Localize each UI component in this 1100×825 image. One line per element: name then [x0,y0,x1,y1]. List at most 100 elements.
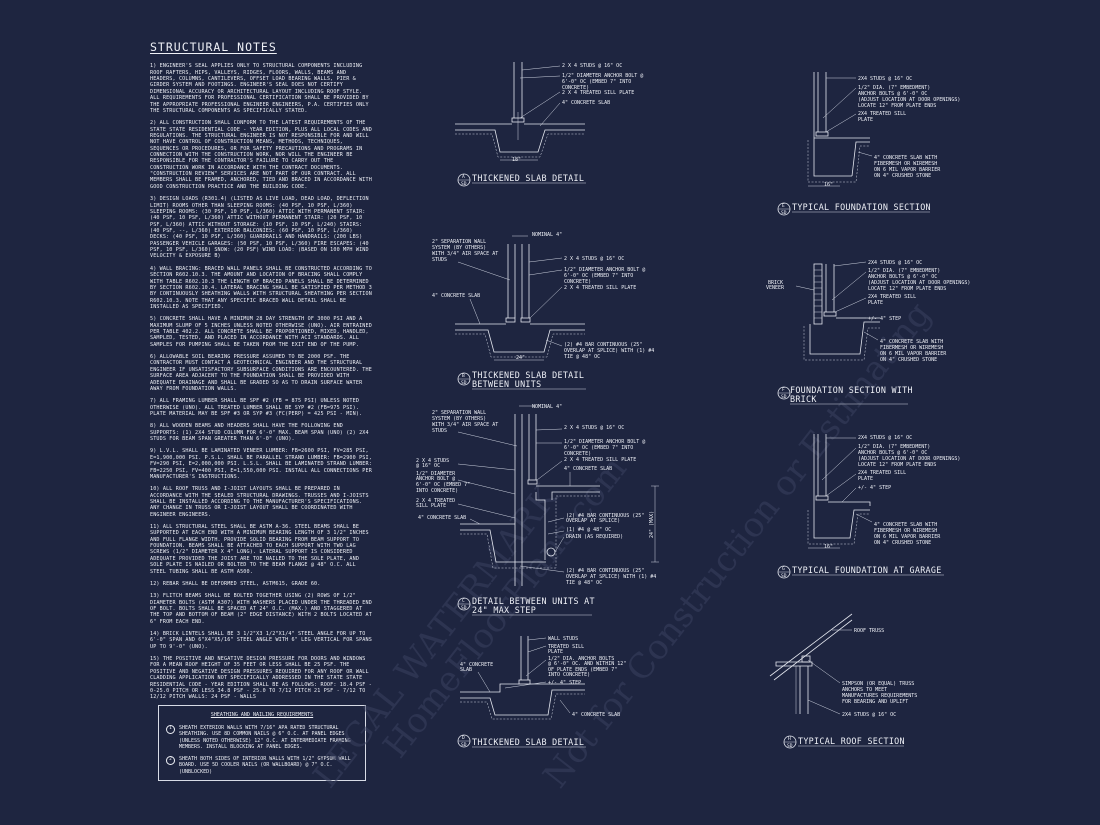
callout: CONCRETE) [564,279,591,285]
callout: 6'-0" OC (EMBED 7" INTO [564,445,633,451]
detail-tag: H [788,736,791,742]
note-paragraph: 2) ALL CONSTRUCTION SHALL CONFORM TO THE… [150,120,372,190]
detail-h: ROOF TRUSS SIMPSON (OR EQUAL) TRUSS ANCH… [769,613,917,749]
callout: (ADJUST LOCATION AT DOOR OPENINGS) [858,97,960,103]
callout: INTO CONCRETE) [416,488,458,494]
detail-c: 24" (MAX) NOMINAL 4" 2" SEPARATION WALL … [416,404,659,616]
note-paragraph: 13) FLITCH BEAMS SHALL BE BOLTED TOGETHE… [150,593,372,625]
callout: ANCHOR BOLT @ [416,476,455,482]
callout: 2x4 STUDS @ 16" OC [868,260,922,266]
detail-tag: A [462,174,465,180]
sheet-ref: SD [461,181,467,187]
callout: +/- 4" STEP [868,316,901,322]
callout: 2 X 4 STUDS @ 16" OC [564,256,624,262]
callout: 1/2" DIAMETER ANCHOR BOLT @ [562,73,643,79]
item-text: SHEATH BOTH SIDES OF INTERIOR WALLS WITH… [179,755,351,775]
callout: TIE @ 48" OC [566,580,602,586]
detail-title: TYPICAL ROOF SECTION [798,736,905,746]
note-paragraph: 10) ALL ROOF TRUSS AND I-JOIST LAYOUTS S… [150,486,369,518]
callout: (ADJUST LOCATION AT DOOR OPENINGS) [868,280,970,286]
note-paragraph: 5) CONCRETE SHALL HAVE A MINIMUM 28 DAY … [150,316,372,348]
dim: 16" [824,182,833,188]
callout: SLAB [460,667,472,673]
callout: FIBERMESH OR WIREMESH [874,528,937,534]
detail-title: THICKENED SLAB DETAIL [472,173,584,183]
callout: 2 X 4 STUDS @ 16" OC [562,63,622,69]
note-paragraph: 11) ALL STRUCTURAL STEEL SHALL BE ASTM A… [150,524,369,575]
item-number: 2 [166,755,175,765]
detail-title: TYPICAL FOUNDATION SECTION [792,202,931,212]
callout: DRAIN (AS REQUIRED) [566,534,623,540]
callout: LOCATE 12" FROM PLATE ENDS [868,286,946,292]
callout: 2x4 TREATED SILL [858,470,906,476]
callout: MANUFACTURES REQUIREMENTS [842,693,917,699]
callout: 2" SEPARATION WALL [432,410,486,416]
notes-body: 1) ENGINEER'S SEAL APPLIES ONLY TO STRUC… [150,63,372,700]
sheathing-box: SHEATHING AND NAILING REQUIREMENTS 1 SHE… [158,705,366,781]
callout: 2x4 STUDS @ 16" OC [842,712,896,718]
dim: 24" (MAX) [649,511,655,538]
callout: @ 6'-0" OC. AND WITHIN 12" [548,661,626,667]
detail-tag: B [462,373,465,379]
callout: 4" CONCRETE SLAB [432,293,480,299]
callout: CONCRETE) [562,85,589,91]
callout: 4" CONCRETE SLAB [418,515,466,521]
detail-title-2: BETWEEN UNITS [472,379,541,389]
callout: 4" CONCRETE SLAB [572,712,620,718]
callout: 1/2" DIAMETER [416,471,456,477]
note-paragraph: 3) DESIGN LOADS (R301.4) (LISTED AS LIVE… [150,196,369,260]
callout: OVERLAP AT SPLICE) WITH (1) #4 [564,348,654,354]
callout: PLATE [548,649,563,655]
callout: (2) #4 BAR CONTINUOUS (25" [566,513,644,519]
callout: 1/2" DIAMETER ANCHOR BOLT @ [564,439,645,445]
callout: ANCHORS TO MEET [842,687,887,693]
note-paragraph: 9) L.V.L. SHALL BE LAMINATED VENEER LUMB… [150,448,372,480]
callout: 6'-0" OC (EMBED 7" INTO [564,273,633,279]
callout: 2x4 STUDS @ 16" OC [858,76,912,82]
callout: VENEER [766,285,785,291]
callout: 4" CONCRETE SLAB WITH [874,522,937,528]
callout: FIBERMESH OR WIREMESH [874,161,937,167]
sheet-ref: SD [781,394,787,400]
callout: ON 4" CRUSHED STONE [874,173,931,179]
callout: ROOF TRUSS [854,628,884,634]
detail-f: BRICK VENEER 2x4 STUDS @ 16" OC 1/2" DIA… [766,260,970,405]
callout: SYSTEM (BY OTHERS) [432,245,486,251]
callout: (1) #4 @ 48" OC [566,527,611,533]
callout: 2 X 4 STUDS @ 16" OC [564,425,624,431]
callout: PLATE [858,476,873,482]
detail-title: THICKENED SLAB DETAIL [472,737,584,747]
callout: SILL PLATE [416,503,446,509]
detail-tag: D [462,735,465,741]
detail-g: 16" 2x4 STUDS @ 16" OC 1/2" DIA. (7" EMB… [777,434,960,579]
sheathing-title: SHEATHING AND NAILING REQUIREMENTS [210,712,314,718]
callout: 2" SEPARATION WALL [432,239,486,245]
dim: 18" [512,157,521,163]
detail-b: 24" NOMINAL 4" 2" SEPARATION WALL SYSTEM… [432,232,654,390]
callout: STUDS [432,428,447,434]
dim: 16" [824,544,833,550]
detail-title: FOUNDATION SECTION WITH [790,385,913,395]
watermark-line: LEGAL WATERMARK [306,477,567,795]
note-paragraph: 12) REBAR SHALL BE DEFORMED STEEL, ASTM6… [150,580,321,587]
callout: 1/2" DIA. (7" EMBEDMENT) [868,268,940,274]
detail-title-2: BRICK [790,394,817,404]
note-paragraph: 6) ALLOWABLE SOIL BEARING PRESSURE ASSUM… [150,354,372,392]
note-paragraph: 15) THE POSITIVE AND NEGATIVE DESIGN PRE… [150,656,372,701]
note-paragraph: 14) BRICK LINTELS SHALL BE 3 1/2"x3 1/2"… [150,631,372,650]
note-paragraph: 8) ALL WOODEN BEAMS AND HEADERS SHALL HA… [150,423,369,443]
callout: WITH 3/4" AIR SPACE AT [432,251,498,257]
callout: 1/2" DIA. ANCHOR BOLTS [548,656,614,662]
detail-title: DETAIL BETWEEN UNITS AT [472,596,595,606]
note-paragraph: 7) ALL FRAMING LUMBER SHALL BE SPF #2 (F… [150,398,363,417]
callout: TREATED SILL [548,644,584,650]
callout: ON 4" CRUSHED STONE [880,357,937,363]
callout: NOMINAL 4" [532,232,562,238]
callout: NOMINAL 4" [532,404,562,410]
callout: PLATE [868,300,883,306]
sheet-ref: SD [781,210,787,216]
callout: ON 6 MIL VAPOR BARRIER [874,167,941,173]
detail-title: THICKENED SLAB DETAIL [472,370,584,380]
note-paragraph: 1) ENGINEER'S SEAL APPLIES ONLY TO STRUC… [150,63,369,114]
